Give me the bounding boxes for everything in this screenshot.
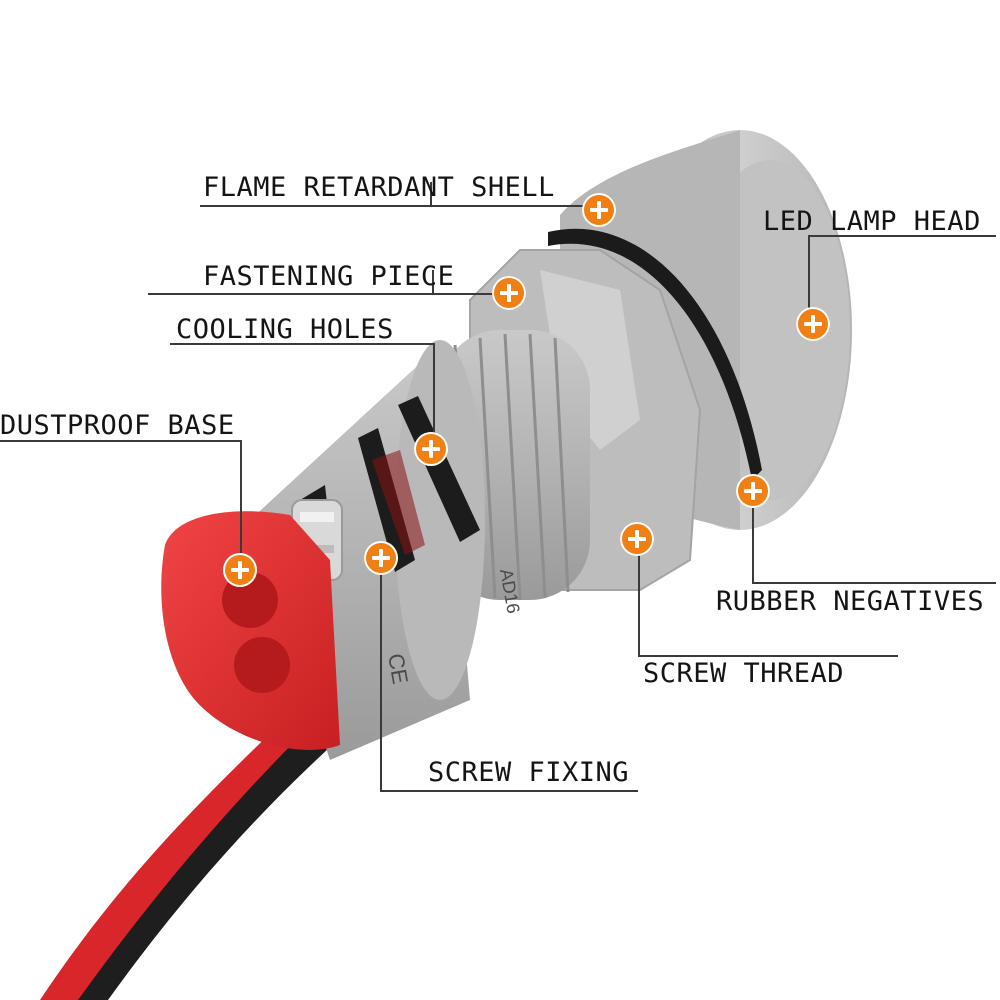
label-fastening-piece: FASTENING PIECE: [203, 261, 455, 292]
leader-line-rubber-bottom: [752, 582, 996, 584]
leader-line-flame-shell-tick: [430, 182, 432, 207]
label-dustproof-base: DUSTPROOF BASE: [0, 410, 235, 441]
base-hole-2: [234, 637, 290, 693]
red-wire: [40, 705, 330, 1000]
marker-screw-fixing-icon[interactable]: [364, 541, 398, 575]
marker-flame-retardant-shell-icon[interactable]: [582, 193, 616, 227]
leader-line-screw-thread-bottom: [638, 655, 898, 657]
marker-screw-thread-icon[interactable]: [620, 522, 654, 556]
leader-line-fastening-tick: [432, 270, 434, 295]
label-led-lamp-head: LED LAMP HEAD: [763, 206, 981, 237]
label-cooling-holes: COOLING HOLES: [176, 314, 394, 345]
marker-rubber-negatives-icon[interactable]: [736, 474, 770, 508]
marker-fastening-piece-icon[interactable]: [492, 276, 526, 310]
marker-dustproof-base-icon[interactable]: [223, 553, 257, 587]
leader-line-screw-fixing: [380, 558, 382, 792]
leader-line-dustproof: [0, 440, 242, 442]
leader-line-cooling: [170, 343, 435, 345]
label-screw-fixing: SCREW FIXING: [428, 757, 630, 788]
leader-line-flame-shell: [200, 205, 600, 207]
black-wire: [78, 718, 340, 1000]
leader-line-rubber: [752, 492, 754, 582]
leader-line-fastening: [148, 293, 510, 295]
cooling-slot-3: [398, 396, 480, 542]
marker-cooling-holes-icon[interactable]: [414, 432, 448, 466]
leader-line-screw-fixing-bottom: [380, 790, 638, 792]
rubber-ring: [548, 228, 762, 480]
dustproof-base: [161, 511, 340, 750]
svg-text:CE: CE: [383, 652, 413, 686]
leader-line-cooling-drop: [433, 343, 435, 448]
label-screw-thread: SCREW THREAD: [643, 658, 845, 689]
leader-line-screw-thread: [638, 540, 640, 656]
label-flame-retardant-shell: FLAME RETARDANT SHELL: [203, 172, 555, 203]
leader-line-led-head-top: [808, 235, 996, 237]
label-rubber-negatives: RUBBER NEGATIVES: [716, 586, 985, 617]
leader-line-led-head: [808, 235, 810, 325]
leader-line-dustproof-drop: [240, 440, 242, 570]
marker-led-lamp-head-icon[interactable]: [796, 307, 830, 341]
